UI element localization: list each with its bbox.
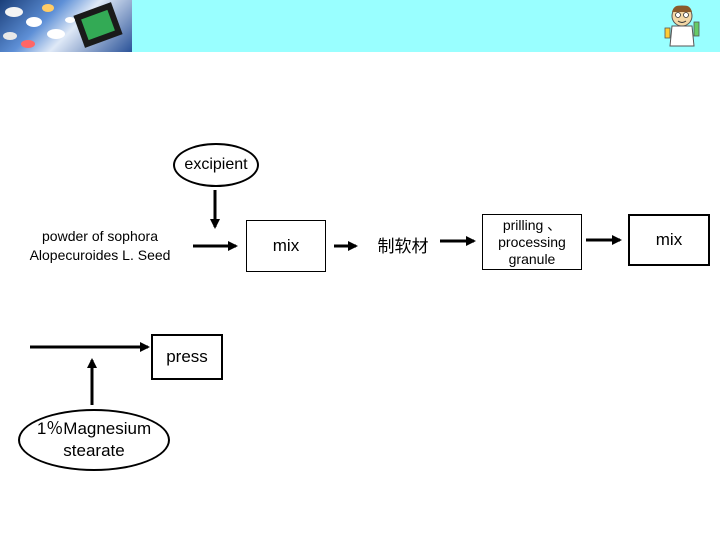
pills-and-tablets-photo [0,0,132,52]
excipient-node: excipient [173,143,259,187]
mix-box-1: mix [246,220,326,272]
magnesium-node: 1％Magnesium stearate [18,409,170,471]
soft-material-node: 制软材 [366,237,440,256]
mix-label-2: mix [655,230,683,249]
granule-box: prilling 、processing granule [482,214,582,270]
press-label: press [166,347,208,366]
granule-label: prilling 、processing granule [498,216,566,267]
soft-material-label: 制软材 [377,237,429,256]
magnesium-label: 1％Magnesium stearate [36,419,152,460]
mix-box-2: mix [628,214,710,266]
mix-label-1: mix [272,236,300,255]
press-box: press [151,334,223,380]
header-bar [0,0,720,52]
excipient-label: excipient [184,156,248,173]
powder-node: powder of sophora Alopecuroides L. Seed [8,227,192,265]
cartoon-scientist-icon [660,2,708,55]
powder-label: powder of sophora Alopecuroides L. Seed [29,228,171,263]
